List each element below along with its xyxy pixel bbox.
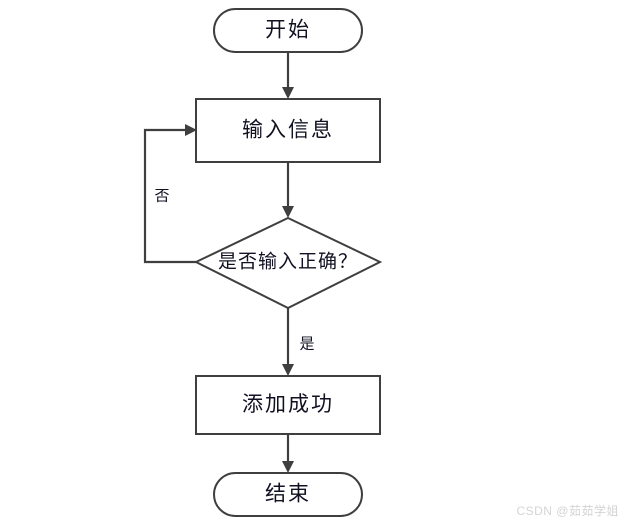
node-input-label: 输入信息 <box>242 117 334 141</box>
watermark: CSDN @茹茹学姐 <box>516 504 619 518</box>
node-input-shape <box>195 98 381 163</box>
node-start-shape <box>213 8 363 53</box>
edge-line-decision-input-loop <box>143 128 196 264</box>
node-decision-label: 是否输入正确？ <box>218 250 358 272</box>
node-start[interactable]: 开始 <box>213 8 363 53</box>
arrowhead-success-end <box>282 461 294 473</box>
edge-success-to-end <box>282 434 294 473</box>
node-end[interactable]: 结束 <box>213 472 363 517</box>
arrowhead-input-decision <box>282 206 294 218</box>
edge-decision-yes-to-success <box>282 308 294 376</box>
node-success-shape <box>195 375 381 435</box>
arrowhead-start-input <box>282 87 294 99</box>
edge-label-no: 否 <box>154 188 169 204</box>
node-decision[interactable]: 是否输入正确？ <box>193 216 383 310</box>
node-decision-shape <box>193 216 383 310</box>
node-end-shape <box>213 472 363 517</box>
node-end-label: 结束 <box>265 481 311 505</box>
edge-label-yes: 是 <box>299 336 314 352</box>
edge-decision-no-to-input <box>143 124 197 264</box>
node-success[interactable]: 添加成功 <box>195 375 381 435</box>
arrowhead-decision-success <box>282 364 294 376</box>
node-start-label: 开始 <box>265 17 311 41</box>
edge-input-to-decision <box>282 162 294 218</box>
node-success-label: 添加成功 <box>242 392 334 416</box>
arrowhead-decision-input-loop <box>185 124 197 136</box>
node-input[interactable]: 输入信息 <box>195 98 381 163</box>
edge-start-to-input <box>282 52 294 99</box>
